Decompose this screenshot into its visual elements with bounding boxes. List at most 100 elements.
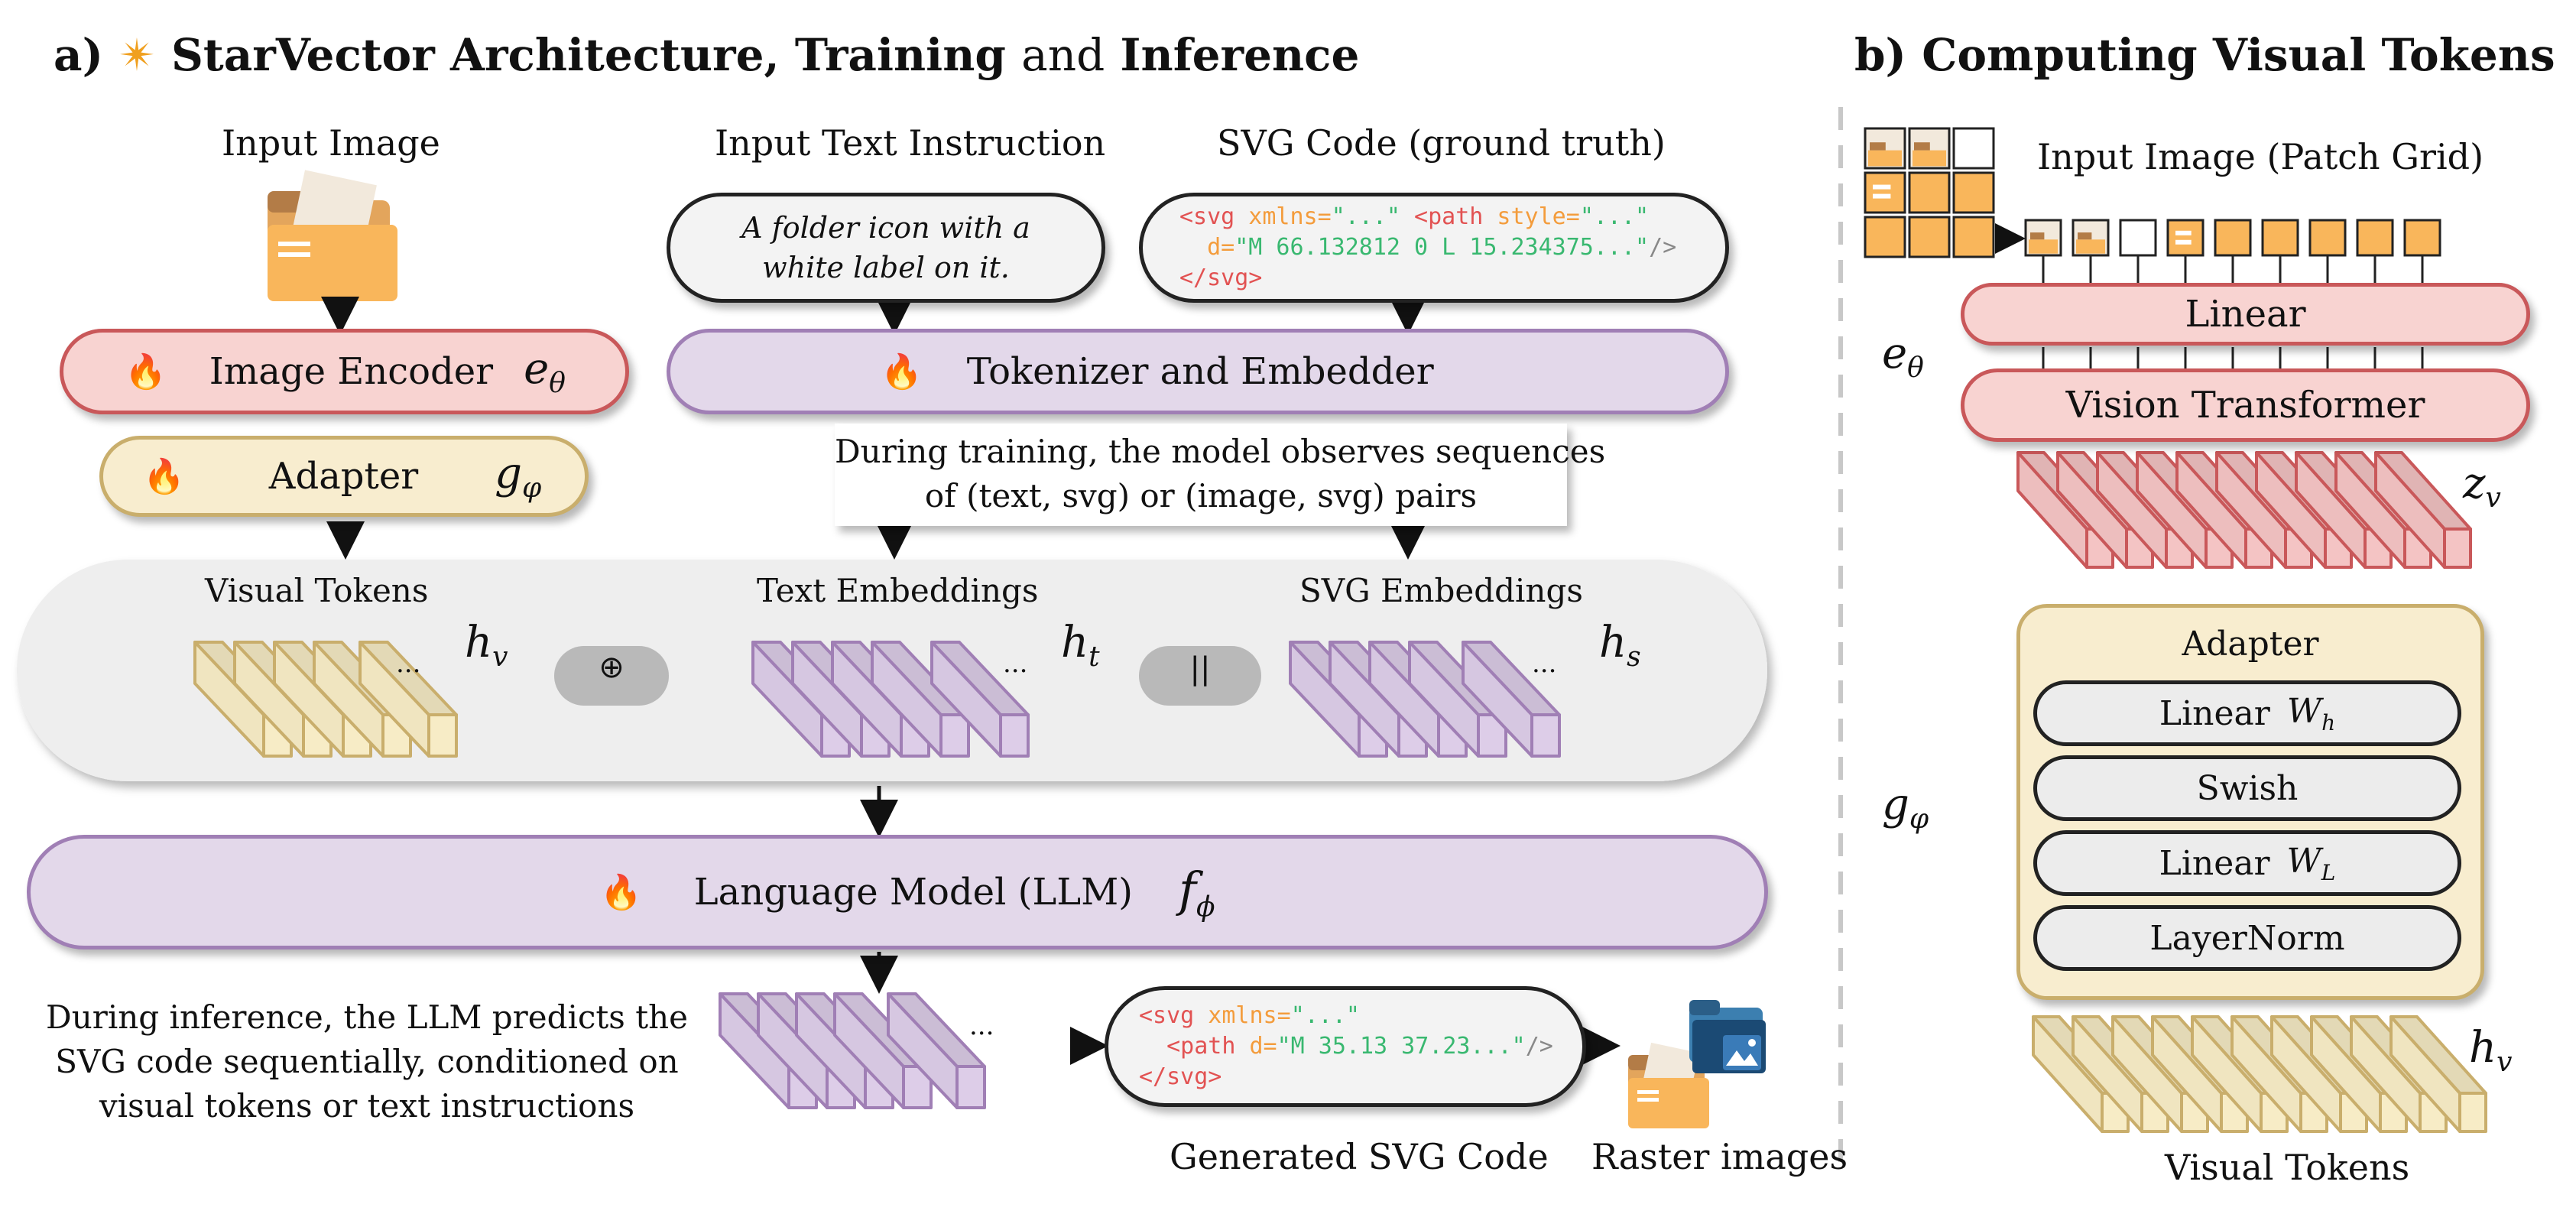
symbol-sub: L: [2321, 859, 2336, 885]
adapter-linear-l: Linear WL: [2033, 830, 2461, 896]
training-note-box: During training, the model observes sequ…: [835, 424, 1606, 526]
svg-embeddings-ellipsis: ...: [1532, 648, 1557, 679]
trainable-flame-icon: 🔥: [143, 457, 185, 496]
vision-transformer-block: Vision Transformer: [1961, 368, 2530, 442]
symbol-sub: h: [2321, 709, 2336, 735]
code-token: <path: [1139, 1033, 1236, 1060]
visual-tokens-label: Visual Tokens: [205, 572, 429, 609]
panel-a-title: a) ✴ StarVector Architecture, Training a…: [54, 29, 1359, 81]
generated-svg-code: <svg xmlns="..." <path d="M 35.13 37.23.…: [1139, 1001, 1553, 1092]
image-patch: [2214, 219, 2252, 257]
adapter-linear-l-label: Linear: [2159, 843, 2270, 883]
image-patch: [1952, 127, 1995, 170]
input-image-label: Input Image: [222, 122, 440, 164]
image-patch: [2024, 219, 2062, 257]
trainable-flame-icon: 🔥: [125, 352, 167, 391]
concat-operator: [1139, 646, 1261, 706]
code-token: "M 35.13 37.23...": [1277, 1033, 1526, 1060]
language-model-block: 🔥 Language Model (LLM) fϕ: [27, 835, 1768, 949]
image-patch: [2072, 219, 2110, 257]
folder-image-icon: [268, 170, 397, 301]
adapter-layernorm: LayerNorm: [2033, 905, 2461, 971]
patch-grid: [1864, 127, 2441, 258]
svg-embeddings-label: SVG Embeddings: [1299, 572, 1583, 609]
adapter-layernorm-label: LayerNorm: [2149, 918, 2345, 958]
visual-tokens-label-b: Visual Tokens: [2165, 1147, 2410, 1188]
text-embeddings-ellipsis: ...: [1003, 648, 1028, 679]
hv-symbol-b: hv: [2469, 1023, 2512, 1078]
image-encoder-label: Image Encoder: [209, 350, 494, 393]
image-patch: [2166, 219, 2205, 257]
code-token: "...": [1579, 203, 1650, 230]
arrows-panel-a: [321, 297, 1621, 1065]
ht-symbol: ht: [1061, 618, 1100, 673]
concat-operator-symbol: ||: [1189, 651, 1211, 687]
token-cube: [2374, 451, 2472, 569]
code-token: <svg: [1179, 203, 1235, 230]
adapter-label: Adapter: [268, 455, 419, 498]
adapter-swish-label: Swish: [2196, 768, 2299, 808]
code-token: "...": [1331, 203, 1400, 230]
trainable-flame-icon: 🔥: [881, 352, 923, 391]
symbol-sub: φ: [522, 472, 542, 505]
training-note-line1: During training, the model observes sequ…: [835, 433, 1606, 470]
symbol-base: e: [1882, 329, 1908, 378]
symbol-base: h: [465, 618, 493, 667]
code-token: <path: [1400, 203, 1484, 230]
image-patch: [1908, 127, 1951, 170]
code-token: />: [1525, 1033, 1553, 1060]
svg-ground-truth-box: <svg xmlns="..." <path style="..." d="M …: [1139, 193, 1729, 303]
token-cube: [887, 992, 986, 1109]
generated-svg-box: <svg xmlns="..." <path d="M 35.13 37.23.…: [1105, 986, 1586, 1107]
adapter-swish: Swish: [2033, 755, 2461, 821]
zv-symbol: zv: [2463, 459, 2501, 514]
hv-symbol: hv: [465, 618, 508, 673]
training-note-line2: of (text, svg) or (image, svg) pairs: [924, 477, 1478, 514]
svg-code-label: SVG Code (ground truth): [1217, 122, 1666, 164]
image-patch: [1864, 127, 1906, 170]
inference-note-line3: visual tokens or text instructions: [99, 1087, 635, 1125]
output-tokens-ellipsis: ...: [969, 1011, 994, 1041]
symbol-base: W: [2286, 691, 2322, 731]
token-cube: [1462, 641, 1561, 758]
panel-a-title-and: and: [1021, 29, 1105, 81]
wl-symbol: WL: [2287, 842, 2336, 885]
code-token: xmlns=: [1234, 203, 1332, 230]
token-cube: [358, 641, 458, 758]
add-operator-symbol: ⊕: [599, 650, 625, 685]
patch-grid-label: Input Image (Patch Grid): [2037, 136, 2484, 177]
code-token: "M 66.132812 0 L 15.234375...": [1234, 234, 1650, 261]
adapter-linear-h-label: Linear: [2159, 693, 2270, 733]
panel-a-title-part2: Training: [794, 29, 1006, 81]
symbol-base: e: [524, 343, 550, 394]
tokenizer-label: Tokenizer and Embedder: [966, 350, 1434, 393]
symbol-sub: φ: [1909, 803, 1929, 836]
input-text-label: Input Text Instruction: [715, 122, 1106, 164]
image-patch: [1908, 171, 1951, 214]
image-encoder-block: 🔥 Image Encoder eθ: [60, 329, 629, 414]
raster-images-label: Raster images: [1591, 1136, 1848, 1177]
trainable-flame-icon: 🔥: [600, 873, 642, 912]
visual-tokens-ellipsis: ...: [396, 648, 421, 679]
adapter-detail-title: Adapter: [2182, 625, 2319, 664]
linear-label: Linear: [2185, 293, 2306, 336]
code-token: </svg>: [1139, 1063, 1222, 1090]
text-instruction-box: A folder icon with a white label on it.: [667, 193, 1105, 303]
panel-b-title: b) Computing Visual Tokens: [1854, 29, 2555, 81]
image-patch: [2308, 219, 2347, 257]
panel-a-title-part1: StarVector Architecture,: [171, 29, 780, 81]
image-patch: [1908, 216, 1951, 258]
adapter-linear-h: Linear Wh: [2033, 680, 2461, 746]
inference-note: During inference, the LLM predicts the S…: [31, 995, 703, 1128]
llm-label: Language Model (LLM): [693, 871, 1133, 914]
code-token: d=: [1235, 1033, 1277, 1060]
code-token: <svg: [1139, 1002, 1195, 1029]
text-instruction: A folder icon with a white label on it.: [741, 211, 1030, 284]
symbol-base: h: [1599, 618, 1627, 667]
code-token: d=: [1179, 234, 1235, 261]
symbol-base: g: [1882, 780, 1909, 829]
image-patch: [1864, 216, 1906, 258]
symbol-base: h: [1061, 618, 1089, 667]
sparkle-star-icon: ✴: [118, 29, 156, 81]
